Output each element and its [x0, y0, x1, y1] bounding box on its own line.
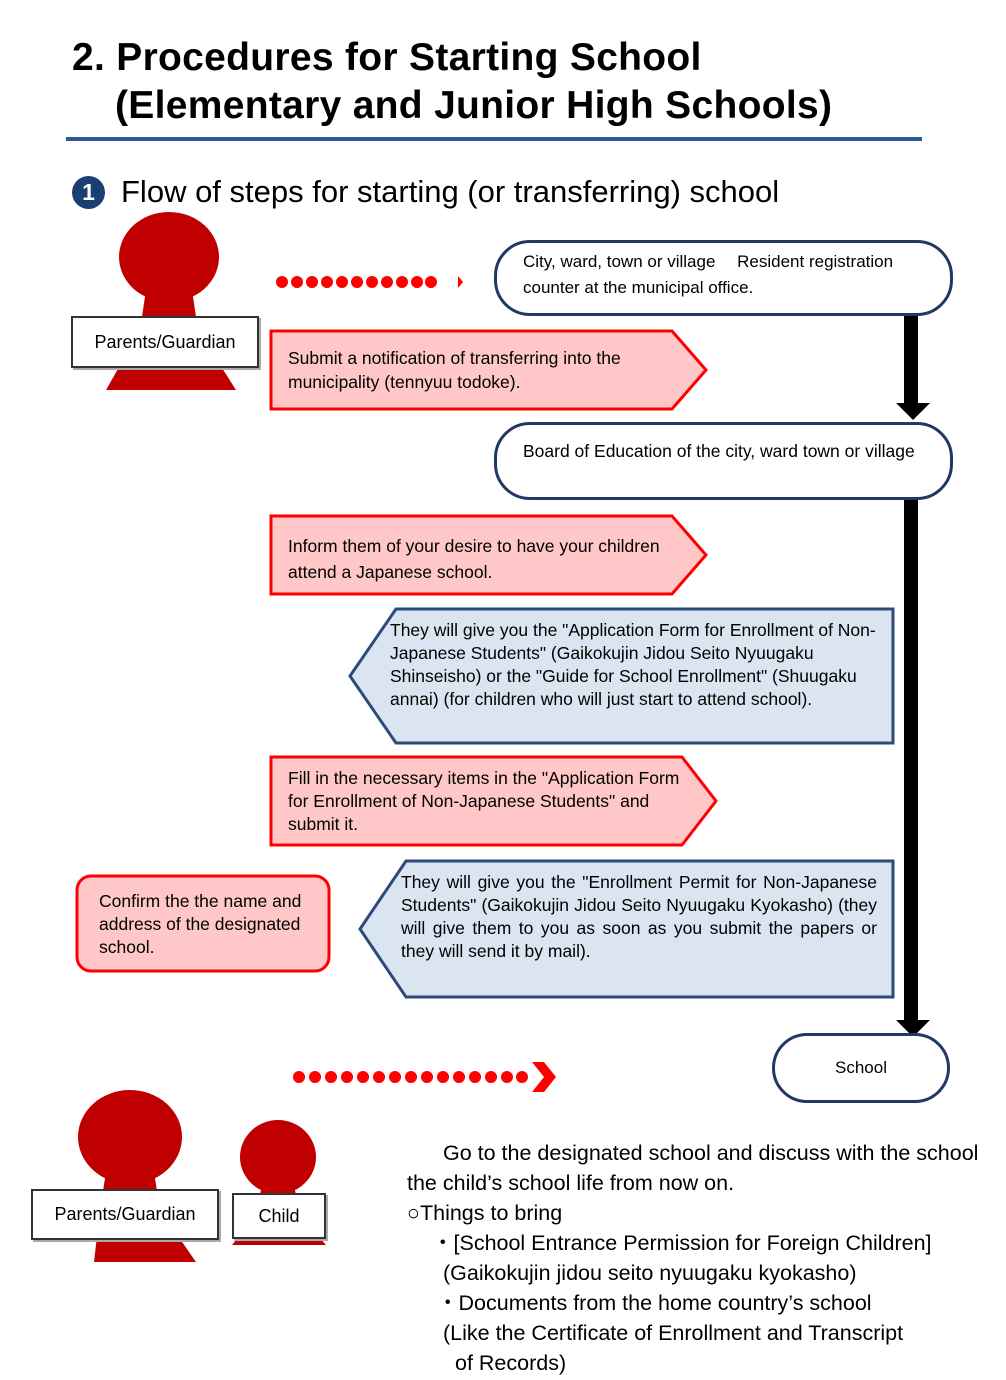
bring-item-1-line-2: (Gaikokujin jidou seito nyuugaku kyokash…: [443, 1261, 857, 1285]
school-node: School: [772, 1033, 950, 1103]
title-line-1: 2. Procedures for Starting School: [72, 36, 702, 79]
step-arrow-fill: [269, 755, 718, 847]
step-inform-desire: Inform them of your desire to have your …: [288, 536, 660, 582]
bottom-intro: Go to the designated school and discuss …: [407, 1141, 979, 1195]
board-of-education-node: Board of Education of the city, ward tow…: [494, 422, 953, 500]
step-arrow-inform: [269, 514, 708, 596]
dotted-arrow-icon: [276, 276, 463, 288]
child-label: Child: [232, 1193, 326, 1239]
down-arrow-icon: [896, 315, 930, 1037]
step-arrow-application: [348, 607, 895, 745]
city-office-node: City, ward, town or village Resident reg…: [494, 240, 953, 316]
bring-item-2-line-1: ・Documents from the home country’s schoo…: [437, 1291, 872, 1315]
parents-guardian-label-bottom: Parents/Guardian: [31, 1189, 219, 1240]
confirm-box-shape: [75, 874, 331, 973]
bring-item-2-line-2: (Like the Certificate of Enrollment and …: [443, 1321, 904, 1345]
bring-item-1-line-1: ・[School Entrance Permission for Foreign…: [432, 1231, 932, 1255]
step-give-application-form: They will give you the "Application Form…: [390, 620, 876, 709]
step-confirm-school: Confirm the the name and address of the …: [99, 891, 302, 957]
step-fill-in-form: Fill in the necessary items in the "Appl…: [288, 768, 680, 834]
page-title: 2. Procedures for Starting School (Eleme…: [72, 34, 832, 130]
step-submit-notification: Submit a notification of transferring in…: [288, 348, 621, 392]
title-underline: [66, 137, 922, 141]
step-arrow-permit: [358, 859, 895, 999]
step-give-permit: They will give you the "Enrollment Permi…: [401, 872, 877, 961]
bring-item-2-line-3: of Records): [455, 1351, 567, 1375]
title-line-2: (Elementary and Junior High Schools): [115, 84, 833, 127]
section-heading: 1 Flow of steps for starting (or transfe…: [72, 172, 779, 212]
parents-guardian-label-top: Parents/Guardian: [71, 316, 259, 368]
section-heading-text: Flow of steps for starting (or transferr…: [121, 174, 780, 209]
section-number-badge: 1: [72, 175, 105, 209]
things-to-bring-heading: ○Things to bring: [407, 1201, 563, 1225]
step-arrow-submit: [269, 329, 708, 411]
dotted-arrow-icon: [293, 1062, 556, 1092]
